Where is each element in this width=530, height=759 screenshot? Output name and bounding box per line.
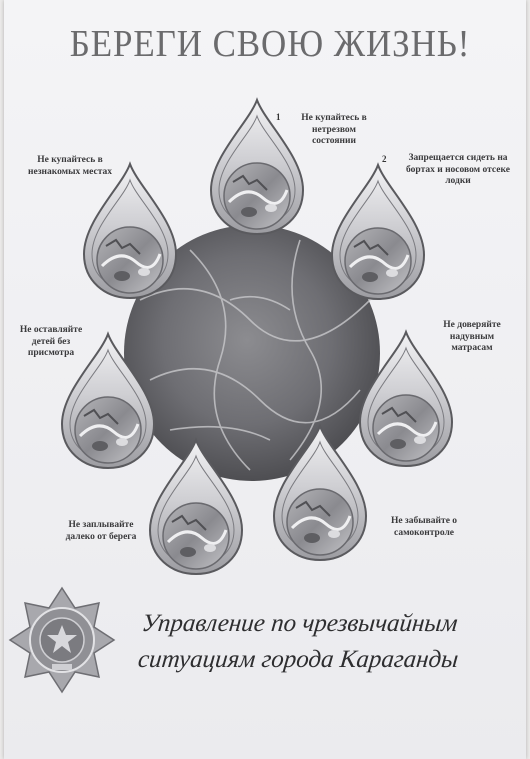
- poster-title: БЕРЕГИ СВОЮ ЖИЗНЬ!: [69, 23, 471, 65]
- rule-caption: Не купайтесь в незнакомых местах: [28, 155, 112, 177]
- rule-caption: Не доверяйте надувным матрасам: [443, 320, 501, 353]
- rule-number: 2: [382, 154, 387, 164]
- rule-caption: Не заплывайте далеко от берега: [65, 520, 137, 542]
- drop-sober: [209, 98, 305, 236]
- rule-caption: Запрещается сидеть на бортах и носовом о…: [406, 153, 510, 186]
- emergency-services-star-emblem-icon: [8, 586, 116, 694]
- rule-number: 1: [276, 112, 281, 122]
- rule-caption: Не купайтесь в нетрезвом состоянии: [301, 113, 367, 146]
- footer-organization: Управление по чрезвычайным ситуациям гор…: [136, 606, 504, 678]
- drop-unknown-places: [82, 162, 178, 300]
- rule-caption: Не оставляйте детей без присмотра: [19, 325, 83, 358]
- footer-line-2: ситуациям города Караганды: [136, 646, 460, 673]
- globe-cracks: [139, 239, 371, 471]
- footer-line-1: Управление по чрезвычайным: [140, 610, 459, 637]
- rule-caption: Не забывайте о самоконтроле: [390, 516, 458, 538]
